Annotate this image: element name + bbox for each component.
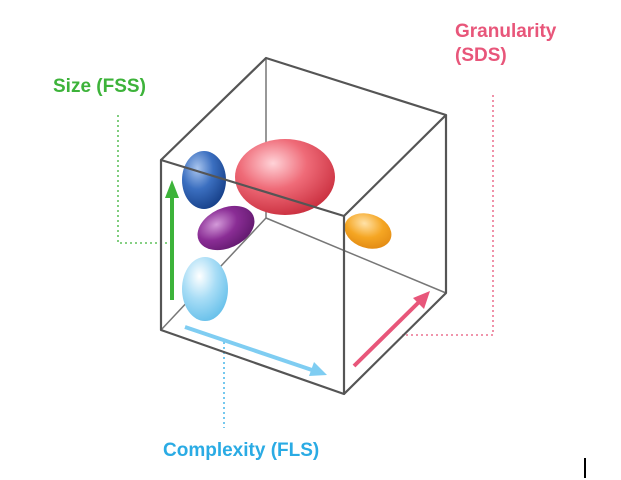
cube-top-face-edges [160, 56, 448, 217]
red-ellipse [235, 139, 335, 215]
granularity-arrow [352, 291, 430, 368]
orange-ellipse [344, 213, 392, 249]
complexity-arrow [184, 325, 327, 376]
axis-arrows [165, 180, 430, 376]
size-leader-line [117, 115, 172, 244]
cube-visible-edges [159, 56, 448, 396]
size-label: Size (FSS) [53, 76, 146, 97]
granularity-leader-line [402, 95, 494, 336]
granularity-label: Granularity (SDS) [455, 20, 556, 68]
size-arrow [165, 180, 179, 300]
text-cursor [584, 458, 586, 478]
granularity-label-line2: (SDS) [455, 45, 507, 66]
cube-right-face-edges [343, 115, 448, 395]
granularity-label-line1: Granularity [455, 21, 557, 42]
light-blue-ellipse [182, 257, 228, 321]
dark-blue-ellipse [182, 151, 226, 209]
ellipses [182, 139, 392, 321]
purple-ellipse [197, 205, 255, 251]
leader-lines [117, 95, 494, 428]
complexity-label: Complexity (FLS) [163, 440, 320, 461]
cube-edge-back-bottom-right [265, 217, 447, 294]
